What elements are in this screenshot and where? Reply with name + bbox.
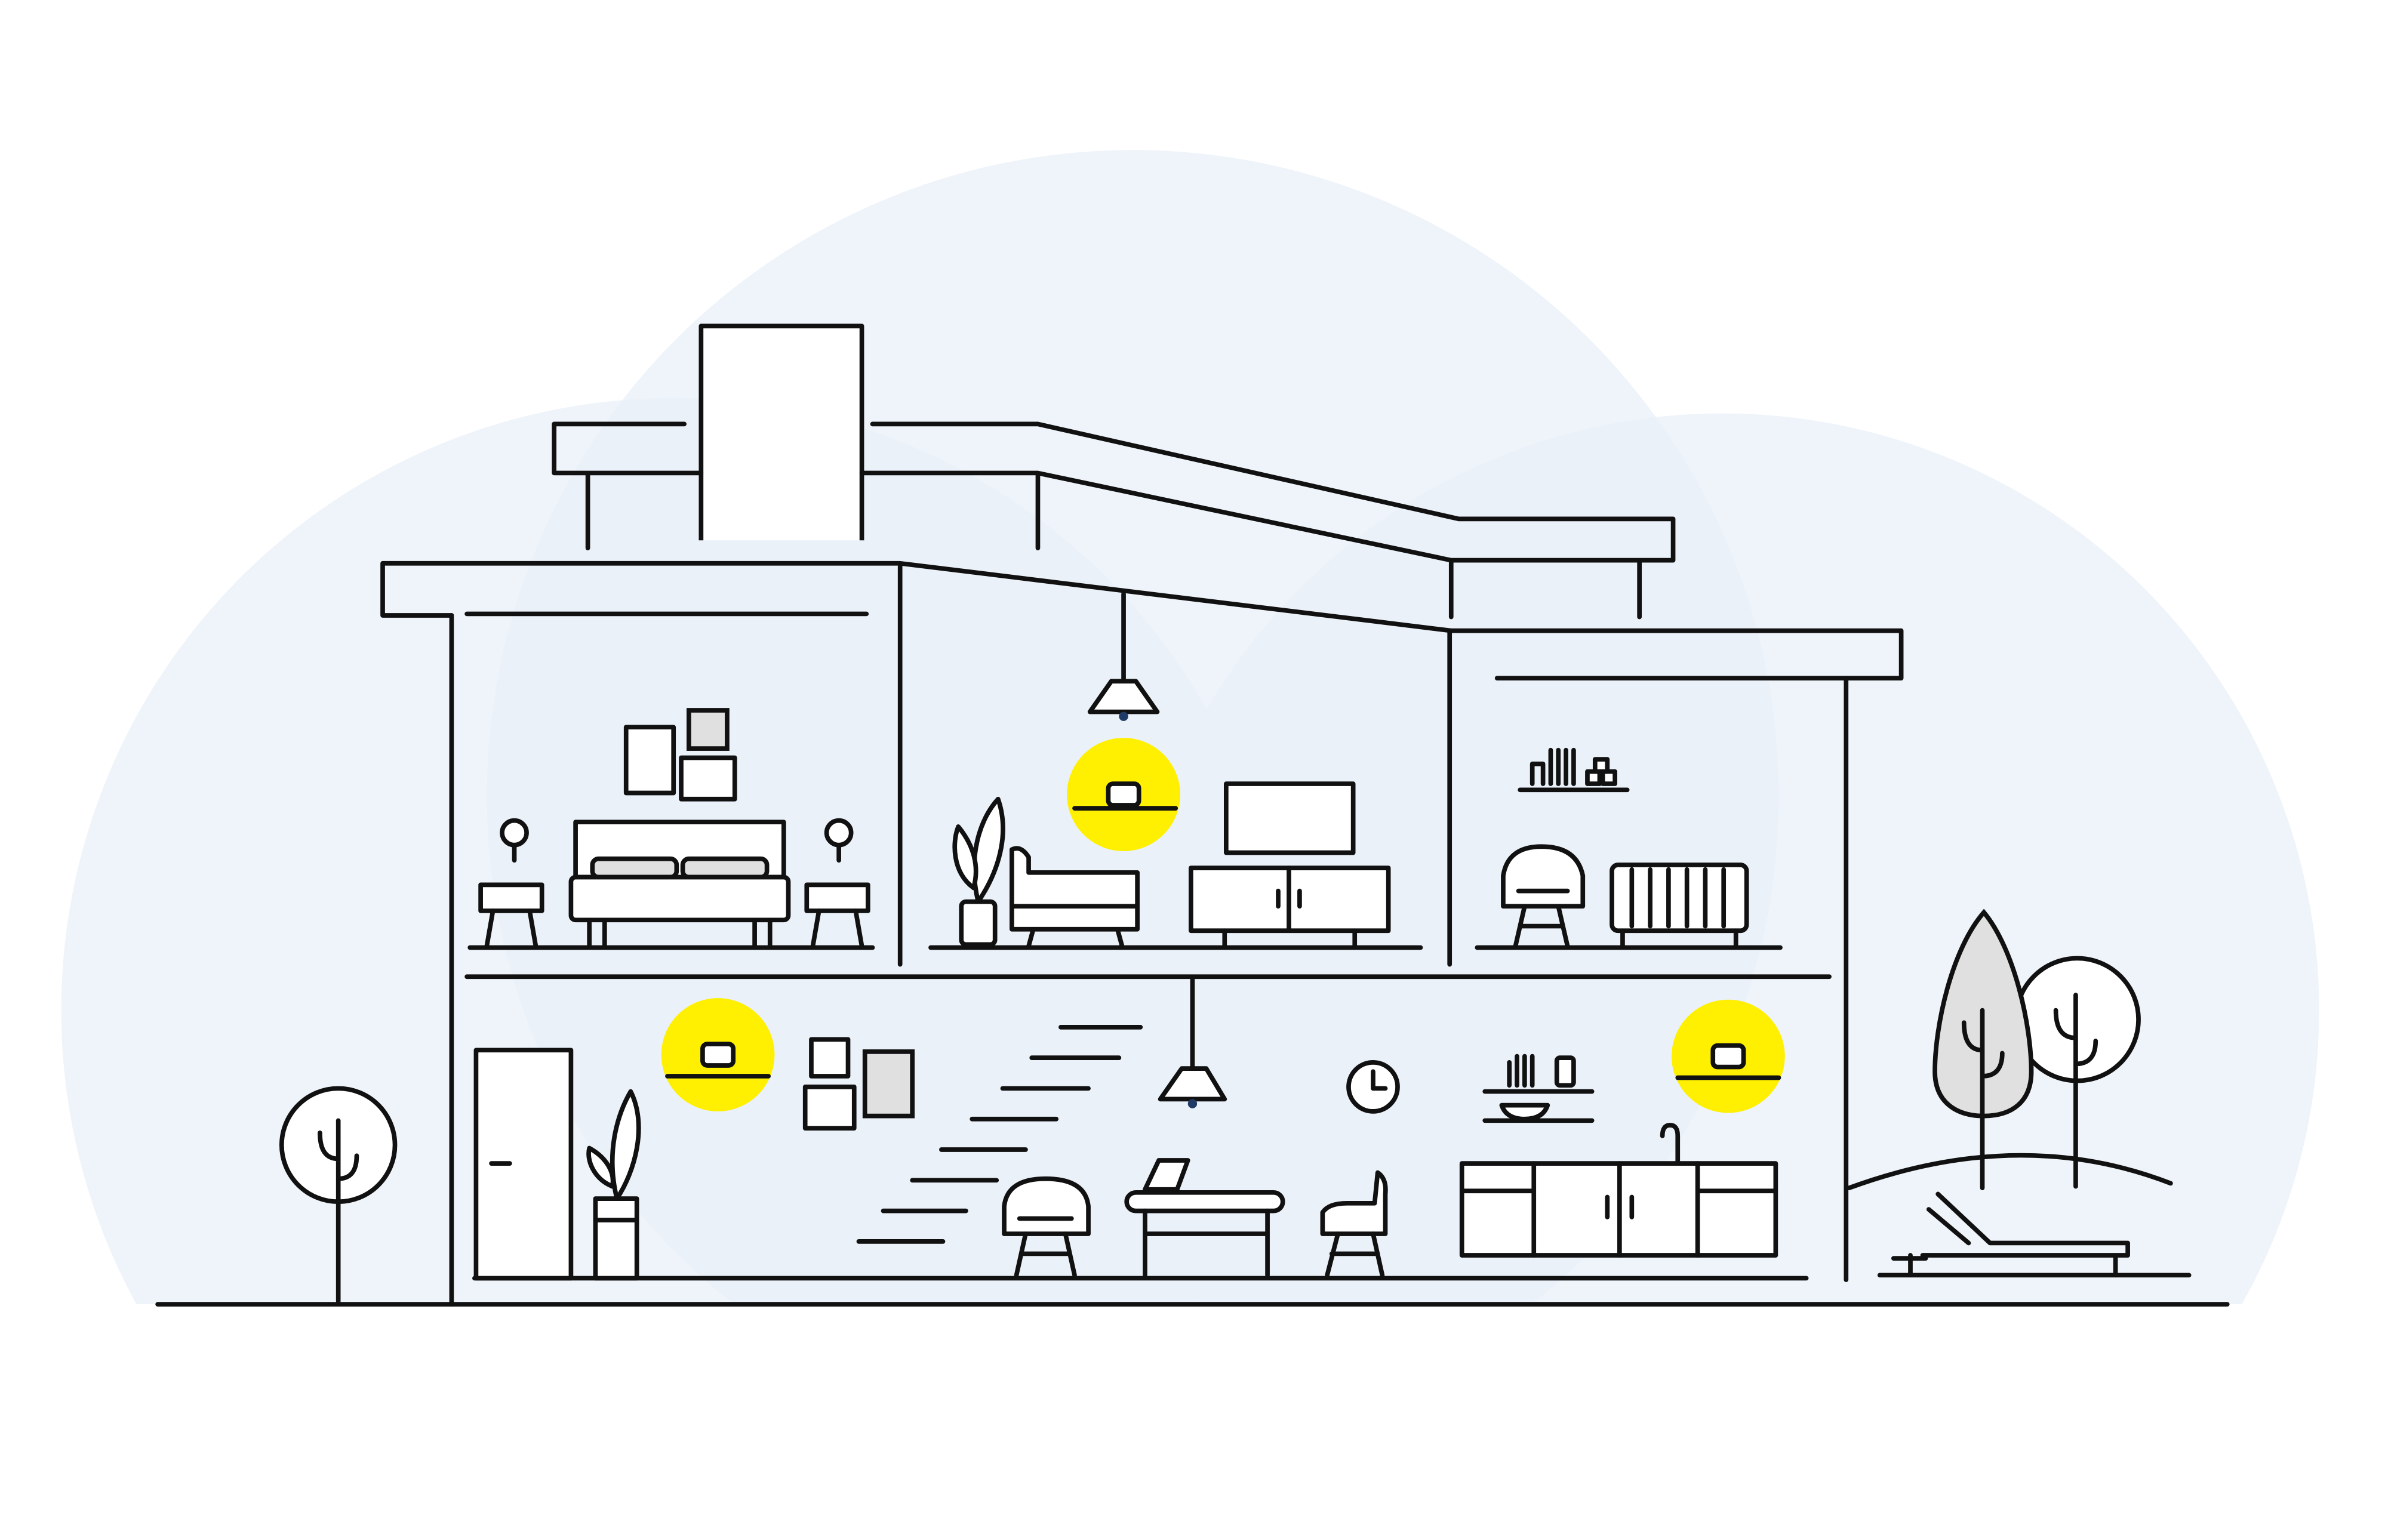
roof (380, 324, 1904, 680)
ceiling-lamp-lower (1158, 977, 1227, 1108)
faucet (1660, 1123, 1681, 1166)
picture-frame (809, 1037, 851, 1079)
nightstand (478, 882, 544, 913)
floors (464, 945, 2192, 1281)
hallway (473, 1037, 915, 1281)
lamp (500, 818, 529, 848)
bed (568, 874, 791, 923)
office (1002, 1059, 1400, 1278)
picture-frame (623, 725, 676, 796)
sofa (1010, 846, 1140, 932)
chimney (698, 324, 864, 541)
mesh-node-upstairs (1067, 738, 1180, 851)
plant-pot (959, 899, 998, 947)
mesh-node-hall (661, 998, 775, 1111)
picture-frame (679, 755, 737, 802)
mesh-node-kitchen (1672, 999, 1785, 1113)
chair (1501, 844, 1586, 909)
picture-frame (802, 1085, 857, 1131)
garden (279, 908, 2173, 1304)
walls (449, 564, 1849, 1307)
pillow (680, 856, 770, 880)
picture-frame (687, 708, 730, 751)
laptop (1143, 1158, 1190, 1192)
stairs (856, 1025, 1143, 1244)
sun-lounger (1891, 1191, 2130, 1278)
nursery (1501, 747, 1749, 948)
upper-roof-right (859, 421, 1676, 620)
lamp (824, 818, 854, 848)
living-room (952, 781, 1391, 948)
kitchen (1459, 1054, 1778, 1258)
pillow (590, 856, 679, 880)
chair (1320, 1170, 1388, 1236)
structure (155, 564, 2230, 1307)
crib (1610, 863, 1749, 934)
tv (1224, 781, 1356, 855)
nightstand (804, 882, 870, 913)
hill (1847, 1153, 2173, 1190)
bedroom (478, 708, 870, 948)
chair (1002, 1176, 1091, 1236)
picture-frame (862, 1049, 915, 1119)
desk (1124, 1190, 1285, 1213)
upper-roof-left (552, 421, 704, 550)
plant-pot (593, 1196, 639, 1281)
plant-leaf (610, 1089, 641, 1201)
ceiling-lamp-upper (1087, 592, 1160, 721)
